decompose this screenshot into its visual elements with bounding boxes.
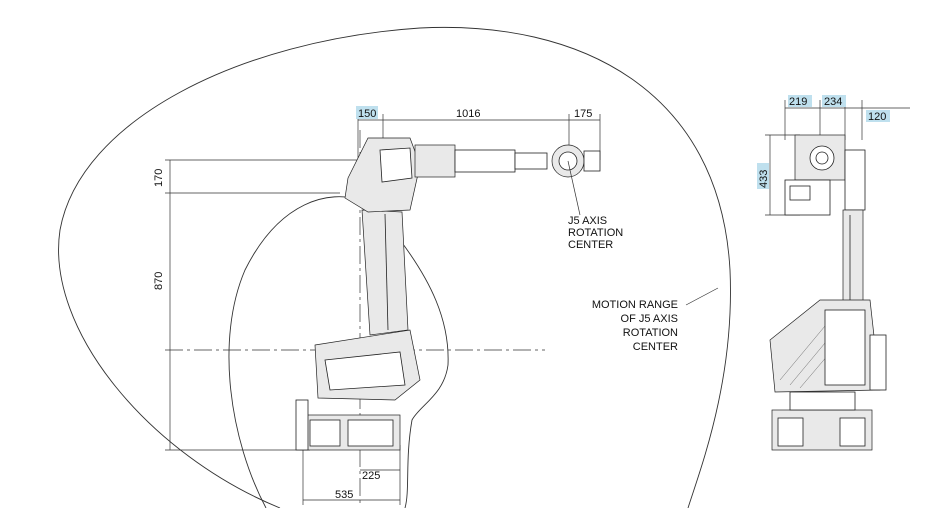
dim-150: 150	[358, 108, 376, 120]
robot-upper-arm-housing	[414, 144, 456, 178]
dim-225: 225	[362, 470, 380, 482]
front-lower-arm	[842, 209, 864, 306]
motion-range-label-line-1: MOTION RANGE	[592, 299, 678, 311]
dim-150-highlight	[356, 106, 378, 119]
motion-range-label-line-3: ROTATION	[623, 327, 678, 339]
dim-234: 234	[824, 96, 842, 108]
motion-range-label-line-2: OF J5 AXIS	[621, 313, 678, 325]
dim-120: 120	[868, 111, 886, 123]
dim-1016: 1016	[456, 108, 480, 120]
j5-label-line-2: ROTATION	[568, 227, 623, 239]
dim-219: 219	[789, 96, 807, 108]
dim-433-highlight	[757, 163, 769, 189]
outer-motion-range	[58, 26, 731, 508]
dim-433: 433	[758, 170, 770, 188]
robot-front-view	[769, 134, 887, 451]
j5-label-line-3: CENTER	[568, 239, 613, 251]
motion-range-label-line-4: CENTER	[633, 341, 678, 353]
robot-side-view	[295, 137, 601, 451]
dim-234-highlight	[822, 95, 846, 107]
dim-170: 170	[153, 169, 165, 187]
dim-870: 870	[153, 272, 165, 290]
dim-175: 175	[574, 108, 592, 120]
dim-219-highlight	[788, 95, 812, 107]
dim-535: 535	[335, 489, 353, 501]
dim-120-highlight	[866, 110, 890, 122]
j5-label-line-1: J5 AXIS	[568, 215, 607, 227]
